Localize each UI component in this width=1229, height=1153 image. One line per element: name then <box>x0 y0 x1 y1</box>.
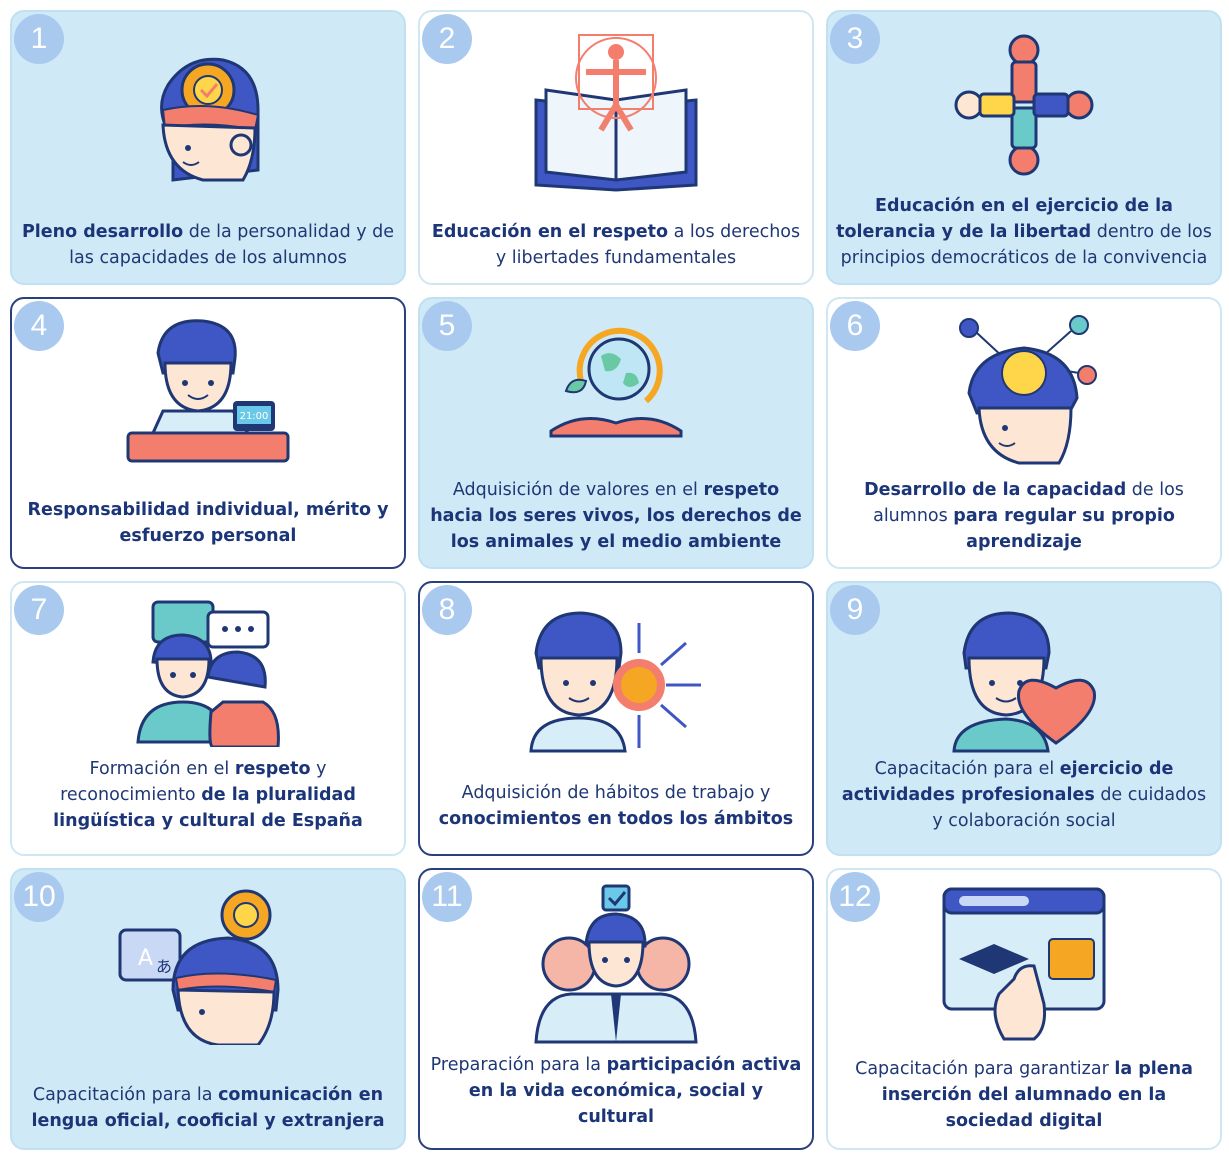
card-caption: Desarrollo de la capacidad de los alumno… <box>864 480 1184 552</box>
card-number: 11 <box>422 872 472 922</box>
card-caption: Formación en el respeto y reconocimiento… <box>53 759 363 831</box>
card-number: 2 <box>422 14 472 64</box>
student-burst-icon <box>521 603 711 757</box>
card-number: 4 <box>14 301 64 351</box>
caregiver-heart-icon <box>944 603 1104 757</box>
card-7: 7 Formación en el respeto y reconocimien… <box>10 581 406 856</box>
card-caption: Capacitación para el ejercicio de activi… <box>841 759 1207 831</box>
card-11: 11 Preparación para la participación act… <box>418 868 814 1150</box>
card-number: 5 <box>422 301 472 351</box>
objectives-grid: 1 Pleno desarrollo de la personalidad y … <box>10 10 1222 1150</box>
card-caption: Adquisición de hábitos de trabajo y cono… <box>438 783 794 829</box>
card-number: 8 <box>422 585 472 635</box>
card-number: 3 <box>830 14 880 64</box>
svg-text:A: A <box>138 946 153 971</box>
card-caption: Responsabilidad individual, mérito y esf… <box>27 500 389 546</box>
card-9: 9 Capacitación para el ejercicio de acti… <box>826 581 1222 856</box>
card-number: 1 <box>14 14 64 64</box>
card-caption: Pleno desarrollo de la personalidad y de… <box>21 222 395 268</box>
card-caption: Capacitación para garantizar la plena in… <box>855 1059 1193 1131</box>
card-caption: Educación en el respeto a los derechos y… <box>431 222 801 268</box>
card-number: 10 <box>14 872 64 922</box>
card-5: 5 Adquisición de valores en el respeto h… <box>418 297 814 569</box>
card-number: 12 <box>830 872 880 922</box>
card-caption: Educación en el ejercicio de la toleranc… <box>836 196 1212 268</box>
card-10: 10 A あ Capacitación para la comunicación… <box>10 868 406 1150</box>
card-6: 6 Desarrollo de la capacidad de los alum… <box>826 297 1222 569</box>
svg-text:21:00: 21:00 <box>240 411 269 422</box>
hands-unity-icon <box>954 30 1094 184</box>
card-4: 4 21:00 Responsabilidad individual, méri… <box>10 297 406 569</box>
card-3: 3 Educación en el ejercicio de la tolera… <box>826 10 1222 285</box>
card-12: 12 Capacitación para garantizar la plena… <box>826 868 1222 1150</box>
gear-head-icon <box>133 30 283 199</box>
card-caption: Adquisición de valores en el respeto hac… <box>430 480 802 552</box>
card-8: 8 Adquisición de hábitos de trabajo y co… <box>418 581 814 856</box>
conversation-people-icon <box>133 597 283 751</box>
group-vote-icon <box>531 884 701 1048</box>
earth-recycle-book-icon <box>541 311 691 445</box>
student-desk-icon: 21:00 <box>123 313 293 467</box>
card-2: 2 Educación en el respeto a los derechos… <box>418 10 814 285</box>
card-caption: Preparación para la participación activa… <box>430 1055 802 1127</box>
language-head-icon: A あ <box>118 880 298 1049</box>
card-1: 1 Pleno desarrollo de la personalidad y … <box>10 10 406 285</box>
digital-learning-icon <box>939 884 1109 1048</box>
idea-network-head-icon <box>949 313 1099 472</box>
card-caption: Capacitación para la comunicación en len… <box>31 1085 385 1131</box>
svg-text:あ: あ <box>156 957 172 976</box>
vitruvian-book-icon <box>531 30 701 199</box>
card-number: 9 <box>830 585 880 635</box>
card-number: 6 <box>830 301 880 351</box>
card-number: 7 <box>14 585 64 635</box>
